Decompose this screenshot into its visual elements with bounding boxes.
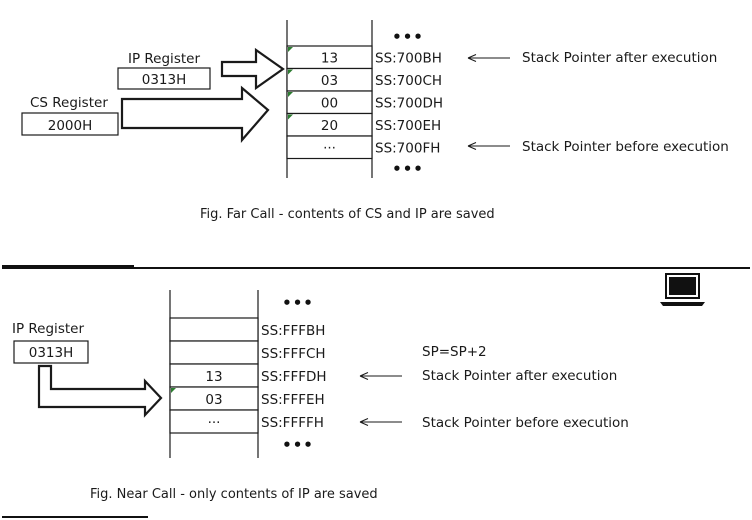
near-cell-marker <box>171 388 176 393</box>
far-call-caption: Fig. Far Call - contents of CS and IP ar… <box>200 207 495 222</box>
far-cell-marker <box>288 114 293 120</box>
far-sp-before-label: Stack Pointer before execution <box>522 139 729 155</box>
far-cs-register-box <box>21 112 119 136</box>
near-ip-register-value: 0313H <box>29 345 74 361</box>
far-stack-row: 20 SS:700EH <box>286 112 441 137</box>
section-divider-thick <box>2 265 134 269</box>
far-cell-marker <box>288 47 293 52</box>
near-stack-address: SS:FFFDH <box>261 369 327 385</box>
far-stack-cell-value: 13 <box>321 51 338 67</box>
near-stack-address: SS:FFFFH <box>261 415 324 431</box>
far-stack-address: SS:700FH <box>375 141 440 157</box>
far-cs-register-label: CS Register <box>30 95 108 111</box>
near-stack-cell-value: ··· <box>208 415 221 431</box>
far-stack-cell-value: 20 <box>321 118 338 134</box>
near-sp-after-label: Stack Pointer after execution <box>422 368 617 384</box>
near-stack-address: SS:FFFCH <box>261 346 326 362</box>
far-stack-row: 13 SS:700BH <box>286 45 442 70</box>
far-stack-address: SS:700EH <box>375 118 441 134</box>
far-sp-after-label: Stack Pointer after execution <box>522 50 717 66</box>
near-top-dots: ••• <box>282 294 314 312</box>
near-stack-cell-value: 03 <box>205 392 222 408</box>
near-stack-rows: SS:FFFBH SS:FFFCH 13 SS:FFFDH 03 SS:FFFEH ··· S… <box>169 317 327 434</box>
near-stack-cell <box>169 409 259 434</box>
near-stack-row: 03 SS:FFFEH <box>169 386 325 411</box>
far-stack-cell-value: 00 <box>321 96 338 112</box>
near-ip-arrow <box>37 364 163 418</box>
far-cell-marker <box>288 92 293 97</box>
far-top-dots: ••• <box>392 28 424 46</box>
far-stack-cell-value: ··· <box>323 141 336 157</box>
far-stack-address: SS:700BH <box>375 51 442 67</box>
far-cs-register-value: 2000H <box>48 118 93 134</box>
far-stack-row: 03 SS:700CH <box>286 67 442 92</box>
far-ip-register-label: IP Register <box>128 51 200 67</box>
far-stack-cell-value: 03 <box>321 73 338 89</box>
near-stack-row: 13 SS:FFFDH <box>169 363 327 388</box>
near-call-caption: Fig. Near Call - only contents of IP are… <box>90 487 378 502</box>
far-stack-rows: 13 SS:700BH 03 SS:700CH 00 SS:700DH 20 SS:700EH… <box>286 45 443 160</box>
near-stack-cell <box>169 340 259 365</box>
far-cs-arrow <box>120 85 270 143</box>
near-ip-register-label: IP Register <box>12 321 84 337</box>
far-stack-row: 00 SS:700DH <box>286 90 443 115</box>
far-stack-row: ··· SS:700FH <box>286 135 440 160</box>
far-bottom-dots: ••• <box>392 160 424 178</box>
near-stack-cell-value: 13 <box>205 369 222 385</box>
far-stack-address: SS:700DH <box>375 96 443 112</box>
far-ip-register-value: 0313H <box>142 72 187 88</box>
near-stack-cell <box>169 317 259 342</box>
near-bottom-dots: ••• <box>282 436 314 454</box>
near-sp-formula: SP=SP+2 <box>422 344 487 360</box>
far-ip-arrow <box>220 47 285 91</box>
laptop-icon <box>660 273 705 306</box>
near-ip-register-box <box>13 340 89 364</box>
far-stack-cell <box>286 135 373 160</box>
near-stack-address: SS:FFFBH <box>261 323 325 339</box>
far-stack-address: SS:700CH <box>375 73 442 89</box>
near-sp-before-label: Stack Pointer before execution <box>422 415 629 431</box>
near-stack-row: SS:FFFCH <box>169 340 326 365</box>
near-stack-address: SS:FFFEH <box>261 392 325 408</box>
near-stack-row: ··· SS:FFFFH <box>169 409 324 434</box>
far-cell-marker <box>288 69 293 75</box>
far-ip-register-box <box>117 67 211 90</box>
near-stack-row: SS:FFFBH <box>169 317 325 342</box>
